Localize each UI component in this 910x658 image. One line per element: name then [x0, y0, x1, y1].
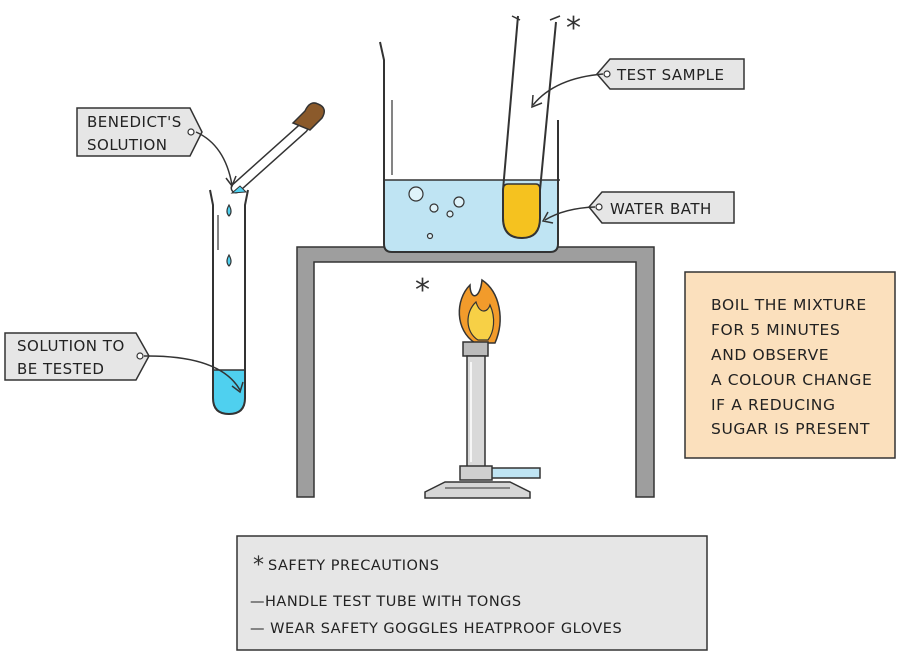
bunsen-burner [424, 278, 541, 499]
solution-label-line2: BE TESTED [17, 360, 104, 378]
test-sample-arrowhead [531, 94, 543, 109]
water-bath-arrowhead [541, 211, 554, 224]
safety-title: SAFETY PRECAUTIONS [268, 558, 439, 574]
safety-item-2: — WEAR SAFETY GOGGLES HEATPROOF GLOVES [250, 621, 622, 637]
note-line-6: SUGAR IS PRESENT [711, 420, 870, 438]
test-sample-text: TEST SAMPLE [616, 66, 724, 84]
solution-arrow [143, 355, 241, 391]
benedicts-droplets [226, 203, 232, 267]
solution-test-tube [209, 189, 249, 416]
note-line-4: A COLOUR CHANGE [711, 371, 872, 389]
benedicts-arrowhead [225, 175, 237, 188]
instruction-note: BOIL THE MIXTURE FOR 5 MINUTES AND OBSER… [684, 271, 896, 459]
note-line-5: IF A REDUCING [711, 396, 836, 414]
asterisk-marker-tube: * [566, 11, 581, 46]
note-line-3: AND OBSERVE [711, 346, 829, 364]
pipette-dropper [230, 102, 325, 194]
safety-item-1: —HANDLE TEST TUBE WITH TONGS [250, 594, 522, 610]
benedicts-label-line2: SOLUTION [87, 136, 168, 154]
solution-label-line1: SOLUTION TO [17, 337, 125, 355]
water-bath-arrow [544, 206, 596, 221]
benedicts-label-line1: BENEDICT'S [87, 113, 182, 131]
safety-asterisk: * [253, 553, 264, 578]
safety-precautions-box: * SAFETY PRECAUTIONS —HANDLE TEST TUBE W… [236, 535, 708, 651]
note-line-2: FOR 5 MINUTES [711, 321, 840, 339]
asterisk-marker-burner: * [415, 273, 430, 308]
tripod-stand [296, 246, 655, 498]
test-sample-label: TEST SAMPLE [596, 58, 745, 90]
note-line-1: BOIL THE MIXTURE [711, 296, 867, 314]
solution-arrowhead [231, 381, 244, 394]
water-bath-label: WATER BATH [588, 191, 735, 224]
sample-test-tube [502, 15, 561, 240]
water-bath-text: WATER BATH [610, 200, 712, 218]
test-sample-arrow [532, 73, 604, 106]
solution-to-be-tested-label: SOLUTION TO BE TESTED [4, 332, 150, 381]
benedicts-arrow [195, 131, 233, 186]
benedicts-solution-label: BENEDICT'S SOLUTION [76, 107, 203, 157]
